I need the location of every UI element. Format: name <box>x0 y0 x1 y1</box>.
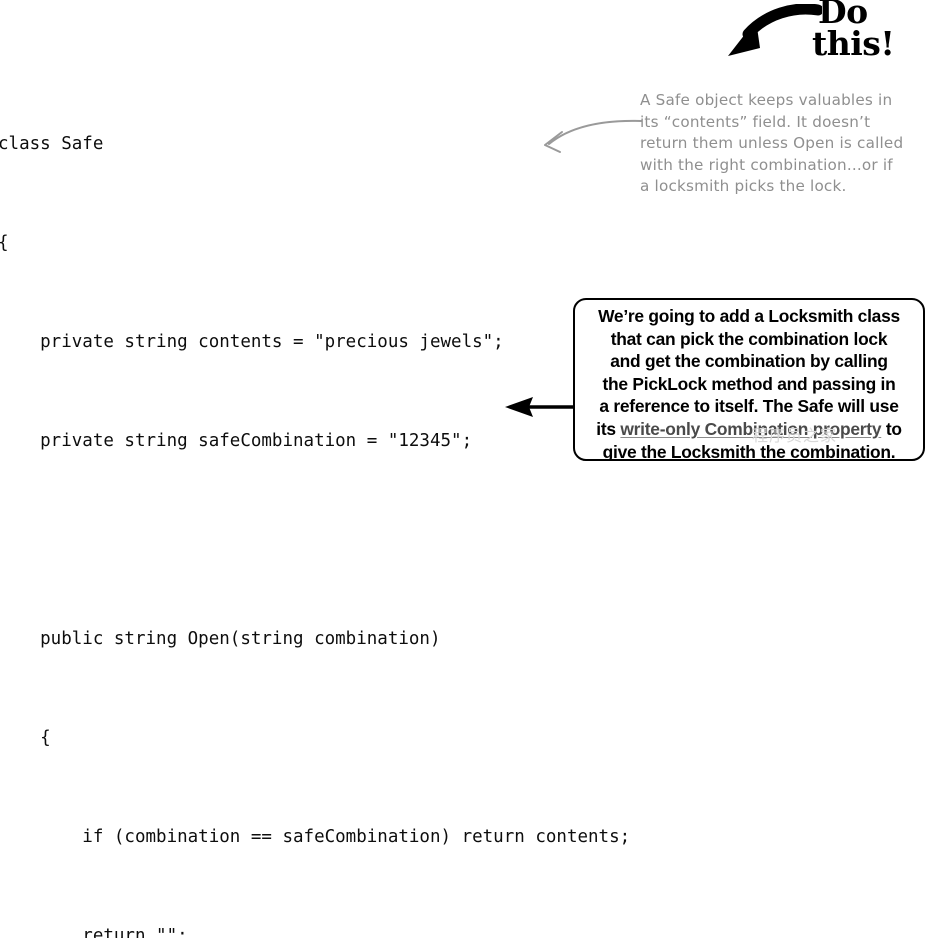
callout-line-emphasis: its write-only Combination property to <box>583 418 915 441</box>
handwritten-line: with the right combination...or if <box>640 155 893 174</box>
code-line: { <box>0 227 638 260</box>
callout-box: We’re going to add a Locksmith class tha… <box>573 298 925 461</box>
callout-line: that can pick the combination lock <box>610 328 888 349</box>
callout-prefix: its <box>596 418 621 439</box>
handwritten-annotation: A Safe object keeps valuables in its “co… <box>640 90 930 198</box>
callout-suffix: to <box>881 418 902 439</box>
do-this-line-2: this! <box>812 24 895 63</box>
code-line: if (combination == safeCombination) retu… <box>0 827 631 847</box>
do-this-line-1: Do <box>818 0 868 31</box>
code-line: private string safeCombination = "12345"… <box>0 431 473 451</box>
code-line: public string Open(string combination) <box>0 629 441 649</box>
code-listing: class Safe { private string contents = "… <box>0 62 638 938</box>
code-line: class Safe <box>0 134 104 154</box>
handwritten-line: return them unless Open is called <box>640 134 904 152</box>
handwritten-line: its “contents” field. It doesn’t <box>640 112 871 131</box>
do-this-text: Do this! <box>812 0 895 63</box>
curved-arrow-left-icon <box>544 119 642 153</box>
code-line-blank <box>0 524 638 557</box>
do-this-callout: Do this! <box>728 0 930 72</box>
write-only-property-link[interactable]: write-only Combination property <box>620 418 882 439</box>
code-line: return ""; <box>0 926 188 938</box>
callout-line: a reference to itself. The Safe will use <box>599 396 899 417</box>
callout-line: the PickLock method and passing in <box>602 373 896 394</box>
handwritten-line: a locksmith picks the lock. <box>640 177 847 195</box>
code-line: { <box>0 728 51 748</box>
callout-line: give the Locksmith the combination. <box>602 441 896 461</box>
code-line: private string contents = "precious jewe… <box>0 332 504 352</box>
handwritten-line: A Safe object keeps valuables in <box>640 91 893 109</box>
curved-arrow-down-left-icon <box>728 4 822 56</box>
callout-line: We’re going to add a Locksmith class <box>598 306 900 326</box>
callout-line: and get the combination by calling <box>610 351 888 372</box>
